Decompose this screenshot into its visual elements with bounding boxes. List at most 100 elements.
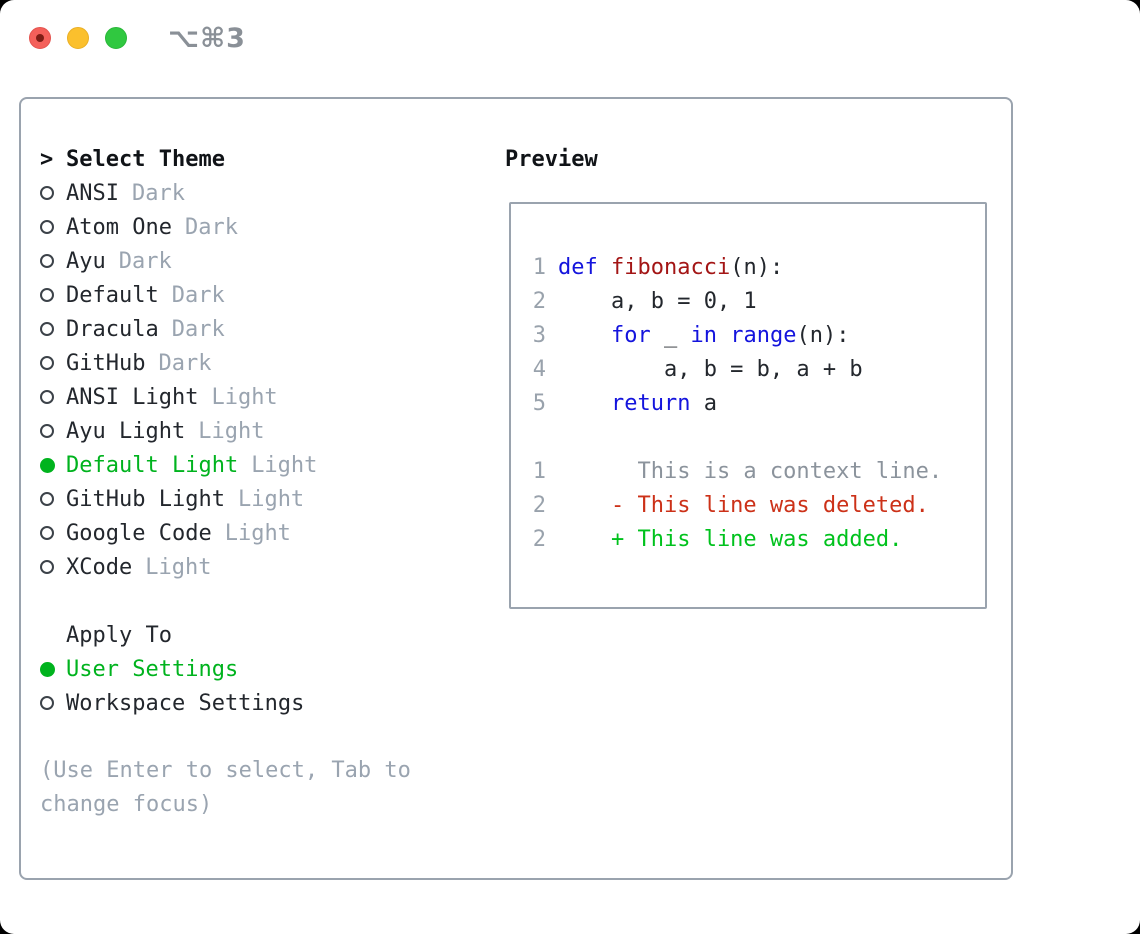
theme-variant: Dark [131,180,185,206]
spacer-row [532,420,985,454]
diff-line-del: 2 - This line was deleted. [532,488,985,522]
token-pl [558,323,611,348]
theme-name: ANSI Light [66,384,199,410]
code-line: 3 for _ in range(n): [532,318,985,352]
spacer-row [40,720,411,754]
minimize-button-icon[interactable] [67,27,89,49]
line-number: 1 [532,254,546,280]
code-text: def fibonacci(n): [558,255,783,280]
theme-variant: Dark [118,248,172,274]
line-number: 2 [532,288,546,314]
radio-icon [40,254,54,268]
theme-name: GitHub [66,350,146,376]
theme-variant: Dark [158,350,212,376]
diff-line-ctx: 1 This is a context line. [532,454,985,488]
zoom-button-icon[interactable] [105,27,127,49]
code-line: 2 a, b = 0, 1 [532,284,985,318]
theme-option-default-dark[interactable]: Default Dark [40,278,411,312]
apply-option-workspace-settings[interactable]: Workspace Settings [40,686,411,720]
theme-variant: Dark [184,214,238,240]
token-pl: (n): [730,254,784,280]
code-line: 1 def fibonacci(n): [532,250,985,284]
preview-header: Preview [505,142,987,176]
radio-icon [40,526,54,540]
theme-variant: Dark [171,316,225,342]
theme-option-github-light-light[interactable]: GitHub Light Light [40,482,411,516]
radio-icon [40,492,54,506]
theme-variant: Light [198,418,265,444]
theme-name: Dracula [66,316,159,342]
token-pl: a [690,390,717,416]
select-theme-header: > Select Theme [40,142,411,176]
token-kw: range [730,322,797,348]
theme-option-github-dark[interactable]: GitHub Dark [40,346,411,380]
apply-option-label: Workspace Settings [66,690,305,716]
spacer-row [40,584,411,618]
apply-option-label: User Settings [66,656,239,682]
theme-option-atom-one-dark[interactable]: Atom One Dark [40,210,411,244]
token-pl: a, b = b, a + b [558,356,863,382]
diff-preview: 1 This is a context line.2 - This line w… [532,454,985,556]
theme-variant: Light [224,520,291,546]
token-kw: for [610,322,651,348]
radio-icon [40,322,54,336]
token-pl: (n): [796,322,850,348]
theme-name: Google Code [66,520,212,546]
theme-name: Default [66,282,159,308]
theme-variant: Light [237,486,305,512]
theme-variant: Dark [171,282,225,308]
select-theme-title: Select Theme [66,146,225,172]
line-number: 2 [532,526,546,552]
theme-option-google-code-light[interactable]: Google Code Light [40,516,411,550]
theme-option-ayu-dark[interactable]: Ayu Dark [40,244,411,278]
close-button-icon[interactable] [29,27,51,49]
theme-name: GitHub Light [66,486,225,512]
diff-text: This is a context line. [558,458,943,484]
token-kw: def [558,254,598,280]
preview-title: Preview [505,146,598,172]
diff-text: - This line was deleted. [558,492,929,518]
theme-name: XCode [66,554,133,580]
code-text: return a [558,391,717,416]
line-number: 2 [532,492,546,518]
keyboard-hint: (Use Enter to select, Tab to change focu… [40,758,411,817]
radio-icon [40,186,54,200]
apply-to-header: Apply To [40,618,411,652]
theme-name: Atom One [66,214,172,240]
line-number: 3 [532,322,546,348]
token-kw: return [610,390,691,416]
code-text: for _ in range(n): [558,323,849,348]
window-shortcut-label: ⌥⌘3 [168,22,246,54]
theme-option-default-light-light[interactable]: Default Light Light [40,448,411,482]
theme-option-dracula-dark[interactable]: Dracula Dark [40,312,411,346]
radio-icon [40,560,54,574]
radio-icon [40,390,54,404]
radio-icon [40,696,54,710]
token-pl [558,391,611,416]
radio-icon [40,220,54,234]
radio-icon [40,288,54,302]
token-pl [598,255,611,280]
line-number: 4 [532,356,546,382]
code-line: 4 a, b = b, a + b [532,352,985,386]
token-pl: _ [650,322,691,348]
line-number: 5 [532,390,546,416]
theme-option-xcode-light[interactable]: XCode Light [40,550,411,584]
line-number: 1 [532,458,546,484]
theme-name: Default Light [66,452,239,478]
theme-name: Ayu [66,248,106,274]
apply-option-user-settings[interactable]: User Settings [40,652,411,686]
code-line: 5 return a [532,386,985,420]
theme-variant: Light [251,452,318,478]
theme-variant: Light [145,554,212,580]
